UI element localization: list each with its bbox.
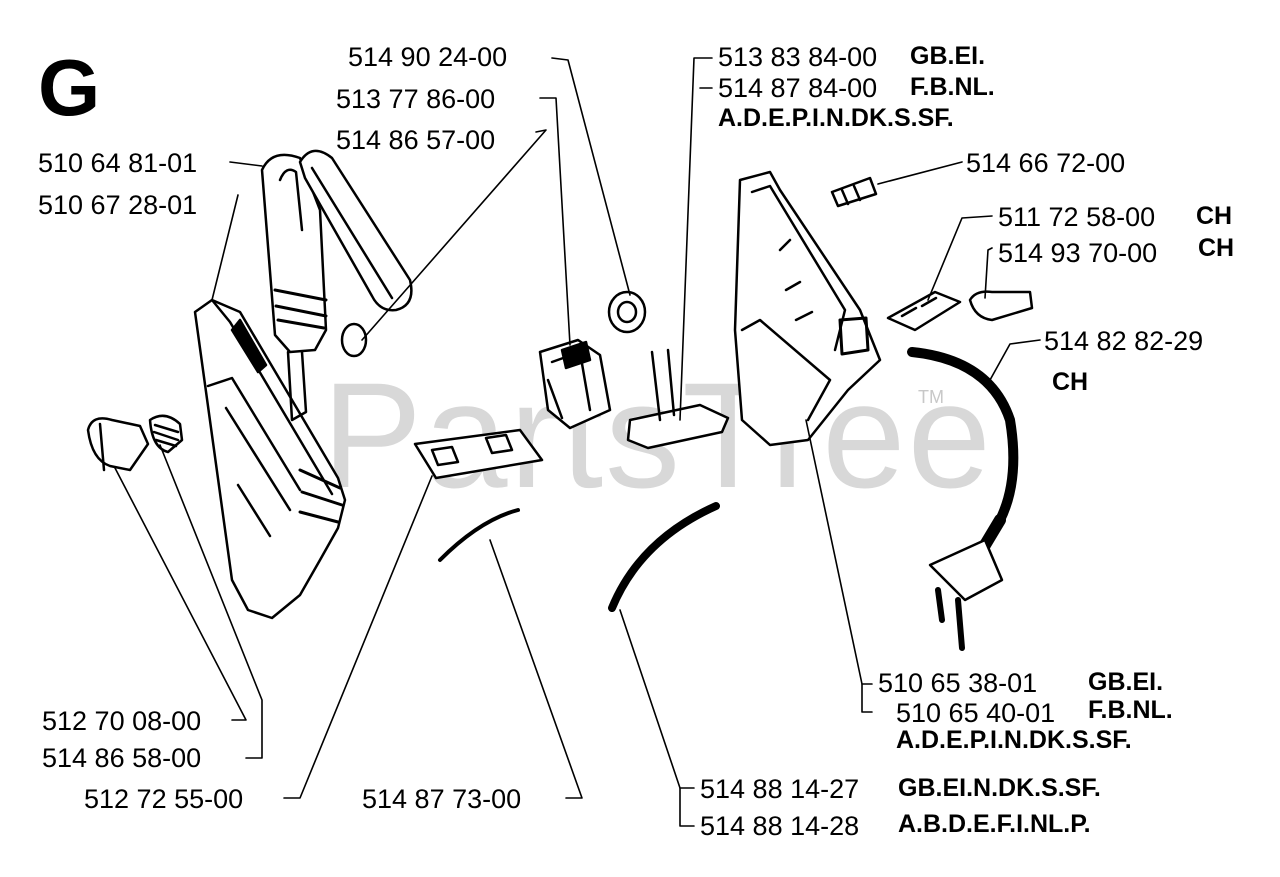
part-number-label: 514 88 14-27 xyxy=(700,774,860,804)
strain-relief xyxy=(886,290,962,332)
part-number-label: 513 83 84-00 xyxy=(718,42,878,72)
motor-housing xyxy=(733,170,882,447)
part-number-label: 514 86 58-00 xyxy=(42,743,202,773)
wire-short xyxy=(438,508,520,562)
o-ring xyxy=(340,322,368,358)
part-number-label: 514 87 84-00 xyxy=(718,73,878,103)
region-codes: F.B.NL. xyxy=(910,73,995,101)
leader-lines xyxy=(114,57,1041,827)
part-number-label: 510 65 40-01 xyxy=(896,698,1056,728)
region-codes: CH xyxy=(1052,368,1089,396)
part-number-label: 514 66 72-00 xyxy=(966,148,1126,178)
part-number-label: 514 90 24-00 xyxy=(348,42,508,72)
oil-cap xyxy=(86,414,184,472)
region-codes: A.D.E.P.I.N.DK.S.SF. xyxy=(718,104,954,132)
part-number-label: 514 82 82-29 xyxy=(1044,326,1204,356)
part-number-label: 514 87 73-00 xyxy=(362,784,522,814)
watermark-trademark: TM xyxy=(918,387,944,407)
region-codes: GB.EI. xyxy=(1088,668,1164,696)
part-number-label: 510 64 81-01 xyxy=(38,148,198,178)
part-number-label: 513 77 86-00 xyxy=(336,84,496,114)
part-number-label: 512 70 08-00 xyxy=(42,706,202,736)
region-codes: GB.EI. xyxy=(910,42,986,70)
region-codes: F.B.NL. xyxy=(1088,696,1173,724)
oil-tank xyxy=(193,298,347,620)
region-codes: GB.EI.N.DK.S.SF. xyxy=(898,774,1101,802)
region-codes: A.B.D.E.F.I.NL.P. xyxy=(898,810,1091,838)
part-number-label: 511 72 58-00 xyxy=(998,202,1156,232)
region-codes: CH xyxy=(1198,234,1235,262)
grommet xyxy=(607,290,647,334)
filler-neck xyxy=(260,149,413,422)
section-letter: G xyxy=(38,43,101,132)
part-number-label: 514 86 57-00 xyxy=(336,125,496,155)
region-codes: CH xyxy=(1196,202,1233,230)
switch-block xyxy=(538,338,612,430)
part-number-label: 510 65 38-01 xyxy=(878,668,1038,698)
part-number-label: 514 88 14-28 xyxy=(700,811,860,841)
power-cord xyxy=(907,347,1019,651)
part-number-label: 510 67 28-01 xyxy=(38,190,198,220)
thermal-switch xyxy=(626,348,730,450)
region-codes: A.D.E.P.I.N.DK.S.SF. xyxy=(896,726,1132,754)
contact-plate xyxy=(413,428,544,480)
wire-lead xyxy=(608,502,720,612)
part-number-label: 512 72 55-00 xyxy=(84,784,244,814)
screw xyxy=(830,176,878,208)
plug-connector xyxy=(968,290,1034,322)
part-number-label: 514 93 70-00 xyxy=(998,238,1158,268)
